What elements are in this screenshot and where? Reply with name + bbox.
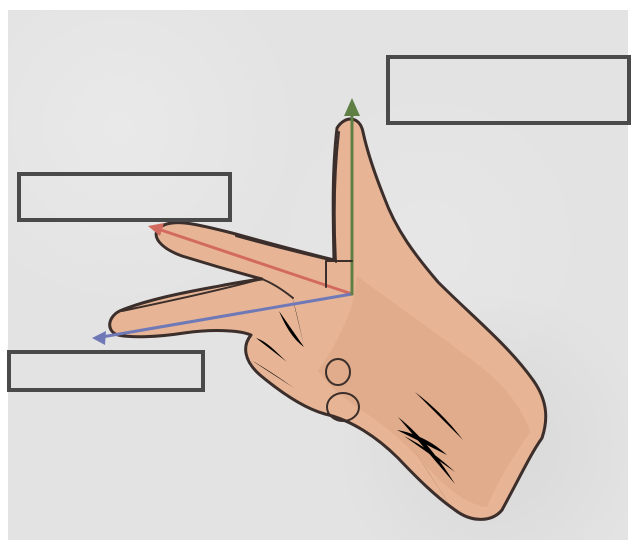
palm-line-2 xyxy=(279,311,304,347)
bottom-label-box xyxy=(7,350,205,392)
top-label-box xyxy=(386,55,631,125)
fold-line-1 xyxy=(256,338,287,362)
index-finger-crease-line xyxy=(235,235,335,262)
fingernail-ring-upper xyxy=(325,358,351,386)
fingernail-ring-lower xyxy=(326,392,360,422)
thumb-crease-line xyxy=(333,131,340,263)
palm-line-4 xyxy=(415,392,463,440)
hand-shape xyxy=(109,119,546,520)
green-arrow-head xyxy=(344,98,360,116)
middle-finger-crease-line xyxy=(121,278,262,312)
red-arrow-line xyxy=(150,225,354,296)
red-arrow-head xyxy=(148,223,164,236)
palm-line-6 xyxy=(413,448,451,507)
blue-arrow-line xyxy=(94,292,354,340)
palm-line-7 xyxy=(397,430,447,455)
fold-line-2 xyxy=(251,360,294,388)
blue-arrow-head xyxy=(92,331,106,345)
palm-line-5 xyxy=(404,436,455,472)
palm-line-1 xyxy=(292,296,305,350)
finger-joint-line xyxy=(261,278,294,299)
hand-shadow xyxy=(318,276,530,507)
right-angle-mark xyxy=(325,260,353,288)
middle-label-box xyxy=(17,172,232,222)
